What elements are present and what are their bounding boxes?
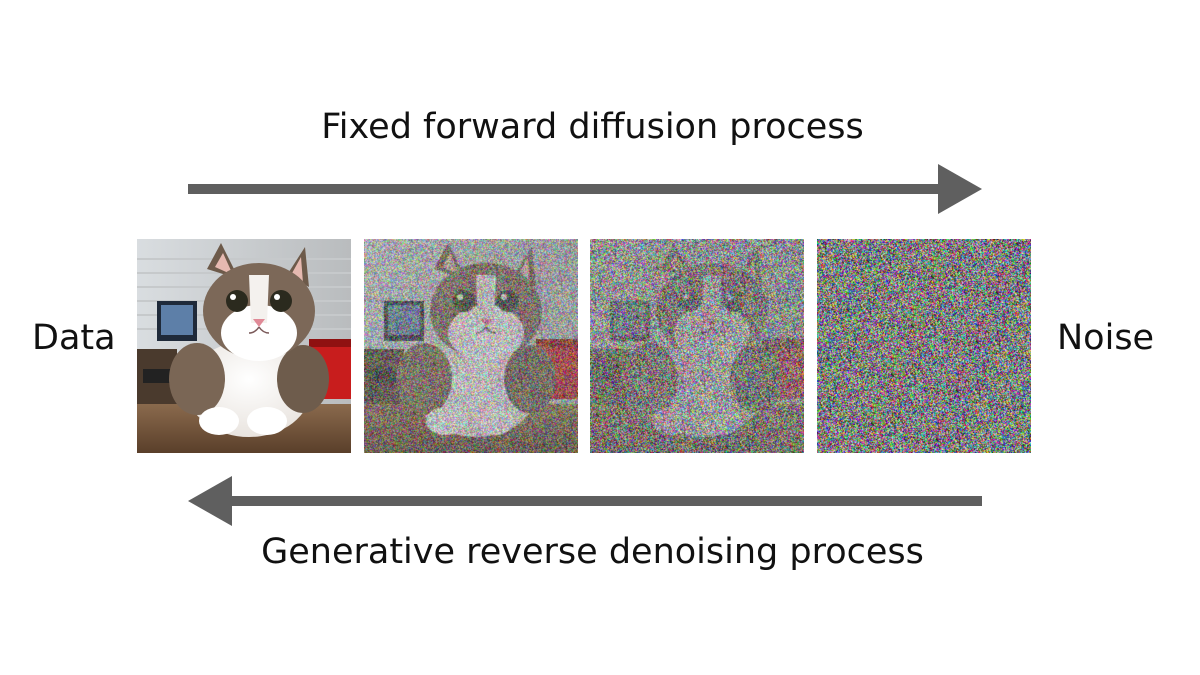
pure-noise-image xyxy=(817,239,1031,453)
noisy-image-panel-2 xyxy=(590,239,804,453)
pure-noise-panel xyxy=(817,239,1031,453)
noise-label: Noise xyxy=(1057,318,1155,358)
noisy-image-panel-1 xyxy=(364,239,578,453)
forward-process-label: Fixed forward diffusion process xyxy=(321,107,864,147)
reverse-process-label: Generative reverse denoising process xyxy=(261,532,924,572)
noisy-image-2 xyxy=(590,239,804,453)
forward-arrow xyxy=(188,164,982,214)
reverse-arrow xyxy=(188,476,982,526)
clean-image-panel xyxy=(137,239,351,453)
cat-image xyxy=(137,239,351,453)
data-label: Data xyxy=(32,318,116,358)
noisy-image-1 xyxy=(364,239,578,453)
